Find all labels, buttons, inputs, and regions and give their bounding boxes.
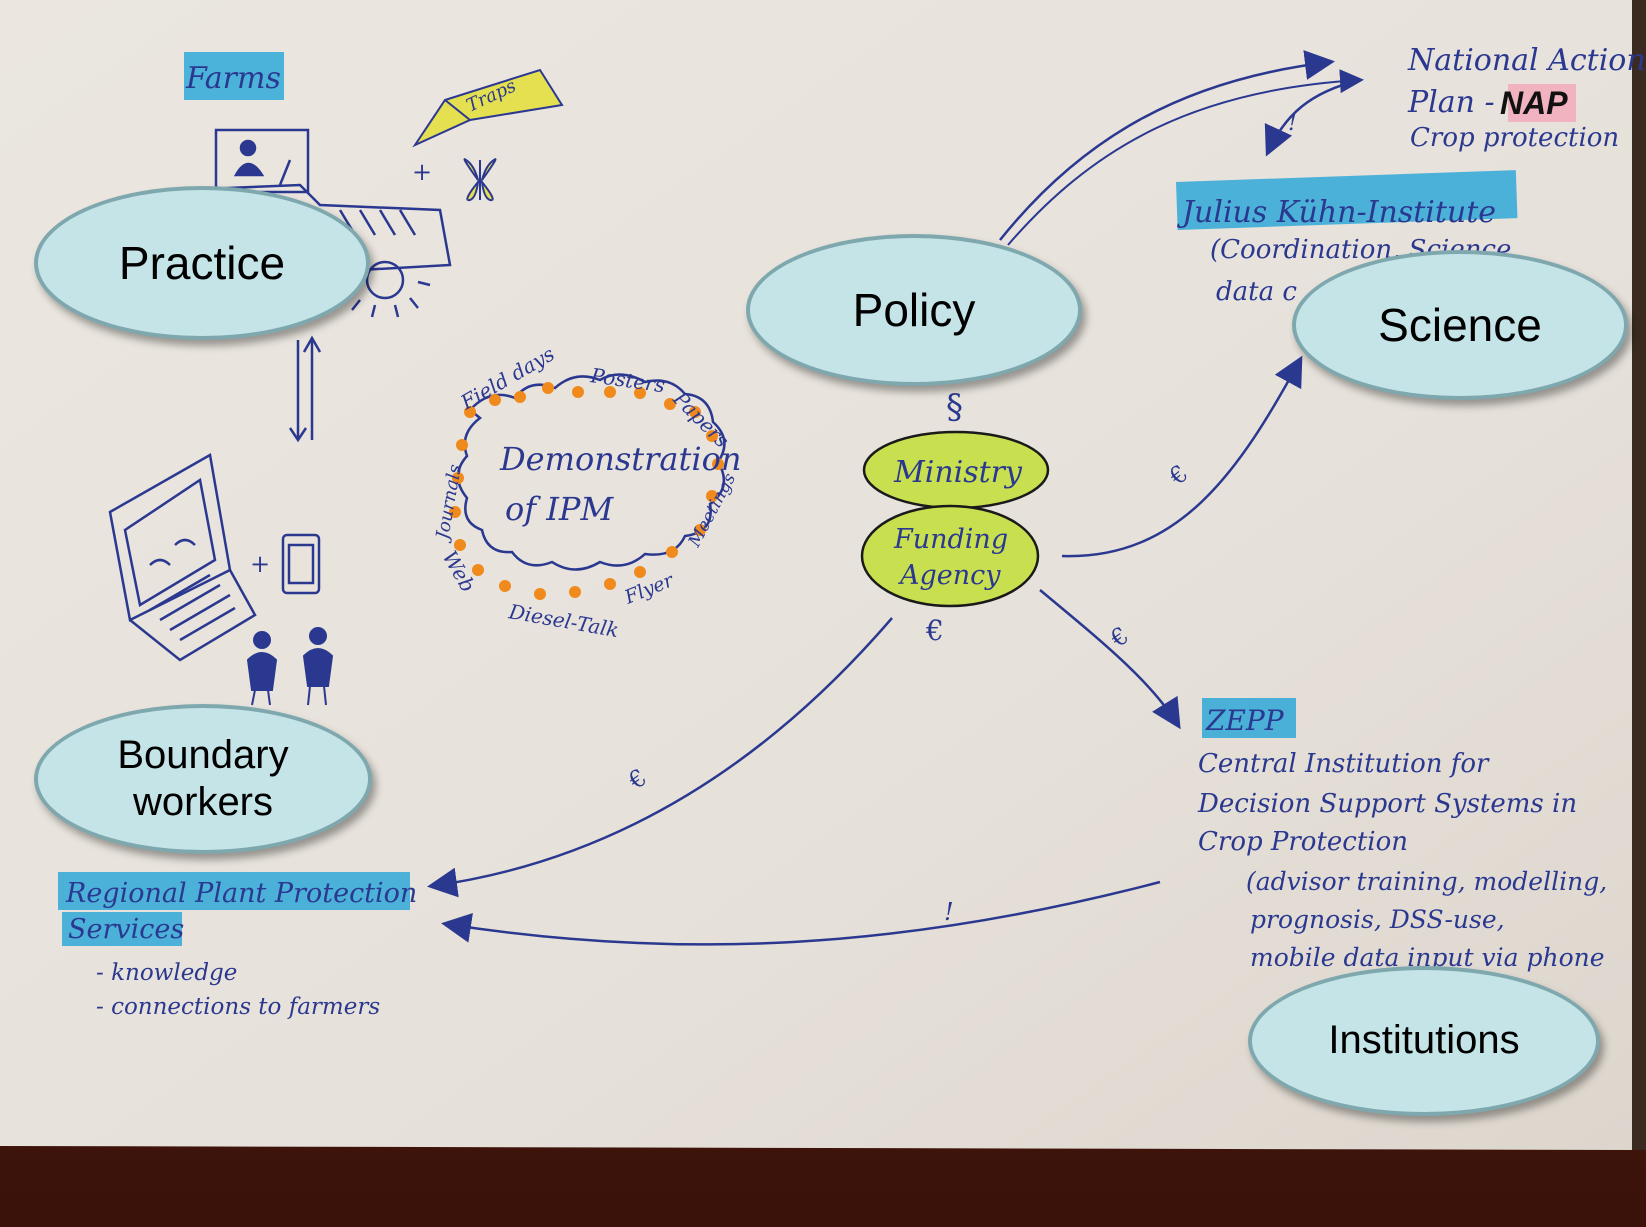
regional-bullet-connections: - connections to farmers — [96, 994, 380, 1020]
laptop-sketch — [108, 453, 257, 662]
butterfly-sketch — [463, 158, 497, 202]
nap-highlight — [1508, 84, 1576, 122]
nap-abbreviation: NAP — [1500, 85, 1568, 121]
exclaim-zepp: ! — [944, 898, 954, 926]
boundary-workers-bubble: Boundary workers — [34, 704, 372, 854]
practice-bubble-label: Practice — [118, 236, 286, 289]
zepp-line2: Decision Support Systems in — [1197, 789, 1577, 819]
arrow-funding-to-science — [1061, 355, 1303, 558]
boundary-workers-label-line1: Boundary — [117, 732, 289, 777]
euro-sign-funding: € — [925, 614, 944, 647]
institutions-bubble: Institutions — [1248, 966, 1600, 1116]
nap-line3: Crop protection — [1410, 123, 1619, 153]
zepp-line5: prognosis, DSS-use, — [1250, 905, 1505, 934]
arrow-nap-to-jki — [1264, 78, 1361, 157]
funding-label-line2: Agency — [897, 560, 1001, 591]
arrow-policy-to-nap — [999, 50, 1335, 241]
nap-line1: National Action — [1407, 43, 1646, 78]
institutions-bubble-label: Institutions — [1328, 1018, 1520, 1063]
zepp-line3: Crop Protection — [1198, 827, 1408, 857]
demonstration-text-line1: Demonstration — [499, 440, 741, 478]
policy-bubble: Policy — [746, 234, 1082, 386]
funding-label-line1: Funding — [893, 524, 1008, 555]
paper-right-shadow — [1632, 0, 1646, 1150]
ministry-label: Ministry — [893, 455, 1023, 490]
policy-bubble-label: Policy — [852, 283, 976, 336]
boundary-workers-label-line2: workers — [132, 780, 274, 824]
science-bubble: Science — [1292, 250, 1628, 400]
zepp-title: ZEPP — [1205, 704, 1285, 737]
demonstration-text-line2: of IPM — [505, 490, 614, 528]
zepp-line1: Central Institution for — [1198, 749, 1490, 779]
regional-highlight-1 — [58, 872, 410, 910]
jki-title: Julius Kühn-Institute — [1176, 195, 1496, 230]
practice-bubble: Practice — [34, 186, 370, 340]
farms-highlight — [184, 52, 284, 100]
plus-sign-bottom: + — [250, 550, 270, 578]
zepp-highlight — [1202, 698, 1296, 738]
jki-highlight — [1176, 170, 1518, 230]
regional-title-line2: Services — [68, 914, 184, 945]
arrow-funding-to-zepp — [1039, 589, 1181, 730]
trap-sketch — [412, 68, 564, 148]
arrow-funding-to-regional — [427, 617, 893, 898]
arrow-zepp-to-regional — [441, 880, 1161, 946]
plus-sign-top: + — [412, 158, 432, 186]
regional-bullet-knowledge: - knowledge — [96, 960, 237, 986]
phone-sketch — [281, 533, 321, 595]
regional-highlight-2 — [62, 912, 182, 946]
arrow-policy-to-nap-2 — [1007, 69, 1364, 246]
funding-agency-blob — [860, 504, 1040, 608]
tractor-sketch — [179, 183, 452, 318]
demonstration-dots — [449, 382, 724, 600]
jki-line2: data c — [1216, 277, 1297, 307]
paragraph-sign: § — [946, 387, 963, 427]
nap-line2: Plan - — [1407, 85, 1495, 120]
practice-boundary-arrows — [288, 335, 322, 443]
exclaim-nap: ! — [1288, 111, 1297, 136]
farms-label: Farms — [185, 61, 281, 96]
regional-title-line1: Regional Plant Protection — [65, 878, 417, 909]
zepp-line4: (advisor training, modelling, — [1246, 867, 1607, 896]
science-bubble-label: Science — [1378, 298, 1542, 351]
advisors-people-sketch — [246, 627, 334, 706]
paper-sheet — [0, 0, 1646, 1150]
